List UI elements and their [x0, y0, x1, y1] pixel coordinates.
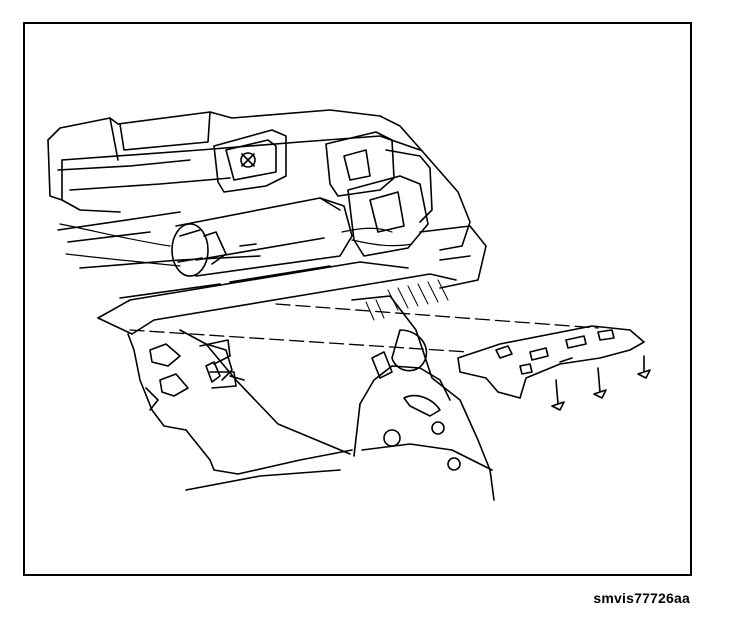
reservoir-canister: [172, 198, 352, 276]
figure-code: smvis77726aa: [593, 590, 690, 606]
fastener-screws: [552, 356, 650, 410]
wiring-harness: [60, 224, 412, 266]
splash-shield-panel: [458, 326, 644, 398]
fender-apron: [128, 330, 352, 490]
upper-body-structure: [48, 110, 470, 268]
engine-side-bracket: [348, 176, 486, 288]
strut-tower: [352, 296, 494, 500]
projection-lines: [130, 304, 598, 352]
lower-left-bracket: [200, 340, 236, 388]
upper-brackets: [214, 130, 432, 222]
cross-member-frame: [98, 262, 456, 334]
shading-hatch: [366, 280, 448, 320]
